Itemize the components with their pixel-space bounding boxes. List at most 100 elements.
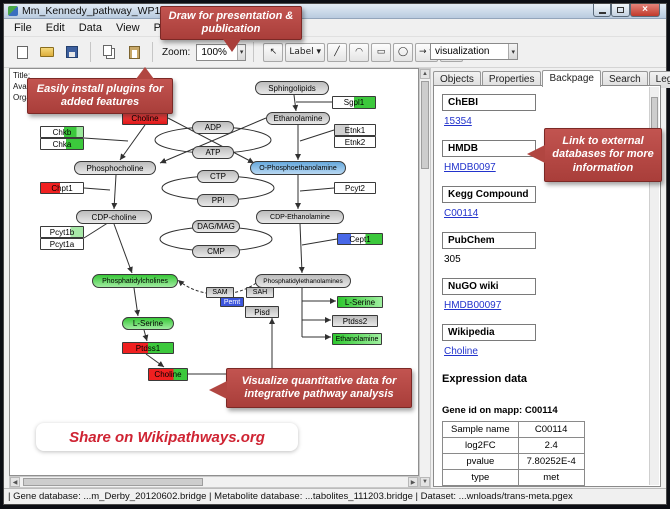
pathway-node[interactable]: Ptdss1 [122, 342, 174, 354]
tab-objects[interactable]: Objects [433, 71, 481, 88]
tab-backpage[interactable]: Backpage [542, 70, 601, 87]
table-cell: met [517, 469, 585, 486]
vertical-scrollbar[interactable]: ▲ ▼ [419, 68, 431, 488]
pathway-node[interactable]: L-Serine [337, 296, 383, 308]
pathway-node[interactable]: Ethanolamine [332, 333, 382, 345]
scroll-left-icon[interactable]: ◀ [10, 477, 20, 487]
vertical-scroll-thumb[interactable] [421, 81, 429, 169]
menu-bar: File Edit Data View Plugins Help [4, 19, 666, 37]
open-folder-icon [40, 47, 54, 57]
pathway-node[interactable]: CTP [197, 170, 239, 183]
zoom-label: Zoom: [162, 46, 191, 58]
pathway-node[interactable]: CDP-choline [76, 210, 152, 224]
scroll-up-icon[interactable]: ▲ [420, 69, 430, 79]
pathway-node[interactable]: Pcyt1b [40, 226, 84, 238]
table-cell: log2FC [442, 437, 519, 454]
panel-scroll-thumb[interactable] [651, 97, 658, 167]
horizontal-scroll-thumb[interactable] [23, 478, 203, 486]
pathway-node[interactable]: ATP [192, 146, 234, 159]
pathway-node[interactable]: Chkb [40, 126, 84, 138]
tab-search[interactable]: Search [601, 71, 648, 88]
tool-button-2[interactable]: ╱ [327, 42, 348, 62]
maximize-button[interactable] [611, 4, 630, 17]
pathway-node[interactable]: Sgpl1 [332, 96, 376, 109]
pathway-node[interactable]: Pcyt1a [40, 238, 84, 250]
tool-button-3[interactable]: ◠ [349, 42, 370, 62]
tool-button-0[interactable]: ↖ [263, 42, 284, 62]
menu-item-data[interactable]: Data [78, 21, 102, 34]
paste-button[interactable] [123, 41, 145, 63]
close-button[interactable]: × [630, 4, 660, 17]
menu-item-edit[interactable]: Edit [45, 21, 65, 34]
table-cell: 7.80252E-4 [517, 453, 585, 470]
backpage-section-header: Kegg Compound [442, 186, 536, 203]
pathway-node[interactable]: DAG/MAG [192, 220, 240, 233]
backpage-link[interactable]: 15354 [444, 116, 472, 127]
minimize-button[interactable] [593, 4, 611, 17]
table-cell: type [442, 469, 519, 486]
horizontal-scrollbar[interactable]: ◀ ▶ [9, 476, 419, 488]
backpage-link[interactable]: Choline [444, 346, 478, 357]
backpage-link[interactable]: C00114 [444, 208, 479, 219]
backpage-link[interactable]: HMDB00097 [444, 300, 502, 311]
pathway-node[interactable]: Choline [148, 368, 188, 381]
pathway-node[interactable]: Ethanolamine [266, 112, 330, 125]
table-cell: C00114 [517, 421, 585, 438]
pathway-node[interactable]: Sphingolipids [255, 81, 329, 95]
pathway-node[interactable]: L-Serine [122, 317, 174, 330]
pathway-node[interactable]: Pcyt2 [334, 182, 376, 194]
minimize-icon [598, 12, 606, 14]
visualization-combobox[interactable]: visualization ▾ [430, 43, 518, 60]
pathway-node[interactable]: Phosphatidylethanolamines [255, 274, 351, 288]
pathway-node[interactable]: SAH [246, 287, 274, 298]
maximize-icon [617, 7, 624, 13]
pathway-node[interactable]: Etnk1 [334, 124, 376, 136]
pathway-node[interactable]: Phosphocholine [74, 161, 156, 175]
backpage-link[interactable]: HMDB0097 [444, 162, 496, 173]
chevron-down-icon[interactable]: ▾ [508, 44, 517, 59]
tab-legend[interactable]: Legend [648, 71, 670, 88]
pathway-node[interactable]: Chpt1 [40, 182, 84, 194]
menu-item-plugins[interactable]: Plugins [153, 21, 190, 34]
menu-item-help[interactable]: Help [203, 21, 227, 34]
tool-button-1[interactable]: Label ▾ [285, 42, 326, 62]
pathway-canvas[interactable]: Title:Availability:Organism: Sphingolipi… [9, 68, 419, 476]
pathway-infobox: Title:Availability:Organism: [13, 70, 53, 103]
pathway-node[interactable]: Choline [122, 112, 168, 125]
tab-properties[interactable]: Properties [481, 71, 542, 88]
menu-item-file[interactable]: File [14, 21, 32, 34]
new-pathway-button[interactable] [11, 41, 33, 63]
pathway-node[interactable]: Pemt [220, 297, 244, 307]
share-callout: Share on Wikipathways.org [36, 423, 298, 451]
pathway-node[interactable]: Pisd [245, 306, 279, 318]
title-bar[interactable]: Mm_Kennedy_pathway_WP1771_45176.gpml × [4, 4, 666, 19]
tool-button-5[interactable]: ◯ [393, 42, 414, 62]
scroll-right-icon[interactable]: ▶ [408, 477, 418, 487]
menu-item-view[interactable]: View [115, 21, 140, 34]
pathway-node[interactable]: CDP-Ethanolamine [256, 210, 344, 224]
panel-scrollbar[interactable] [649, 87, 659, 485]
pathway-node[interactable]: Cept1 [337, 233, 383, 245]
open-pathway-button[interactable] [36, 41, 58, 63]
pathway-node[interactable]: CMP [192, 245, 240, 258]
copy-button[interactable] [98, 41, 120, 63]
pathway-node[interactable]: ADP [192, 121, 234, 134]
pathway-node[interactable]: Etnk2 [334, 136, 376, 148]
pathway-node[interactable]: Phosphatidylcholines [92, 274, 178, 288]
chevron-down-icon[interactable]: ▾ [236, 44, 246, 60]
backpage-section-header: ChEBI [442, 94, 536, 111]
pathway-node[interactable]: O-Phosphoethanolamine [250, 161, 346, 175]
save-pathway-button[interactable] [61, 41, 83, 63]
pathway-node[interactable]: Ptdss2 [332, 315, 378, 327]
scroll-down-icon[interactable]: ▼ [420, 477, 430, 487]
pathway-node[interactable]: Chka [40, 138, 84, 150]
infobox-line: Organism: [13, 93, 50, 102]
tool-button-4[interactable]: ▭ [371, 42, 392, 62]
zoom-combobox[interactable]: 100% ▾ [196, 43, 247, 61]
toolbar-separator [253, 42, 255, 62]
table-cell: Sample name [442, 421, 519, 438]
pathway-node[interactable]: PPi [197, 194, 239, 207]
